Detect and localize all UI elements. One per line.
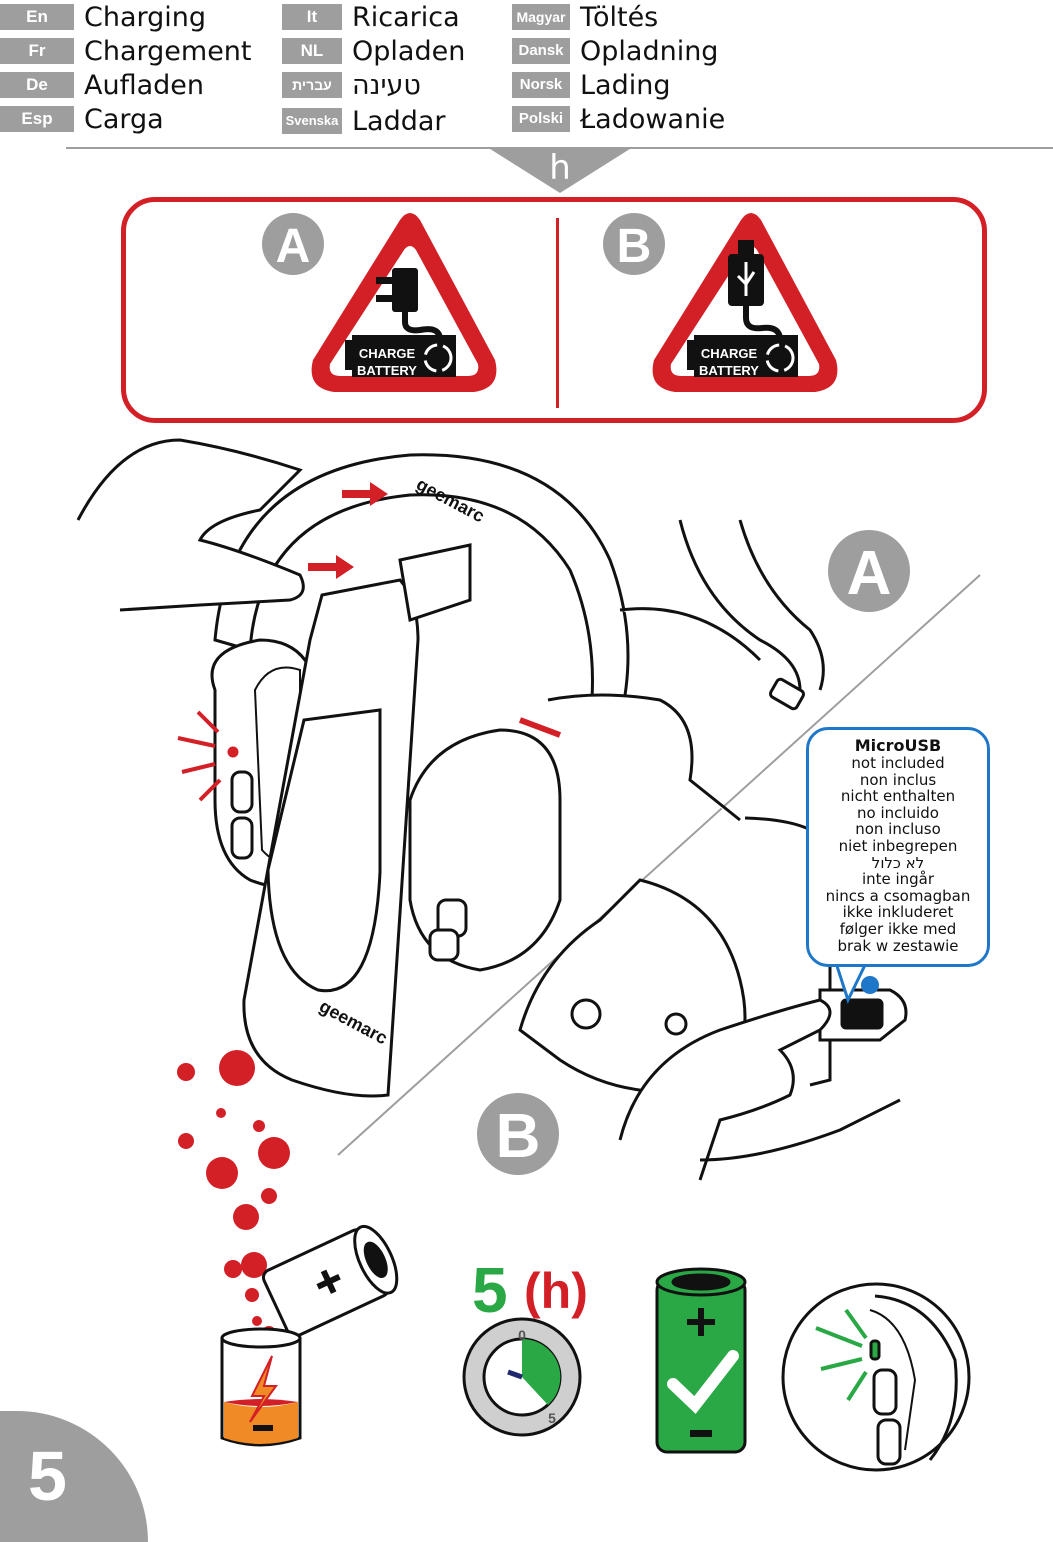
scene-b-badge: B xyxy=(477,1093,559,1175)
microusb-line: not included xyxy=(851,754,945,772)
language-code: It xyxy=(282,4,342,30)
microusb-line: nicht enthalten xyxy=(840,787,956,806)
microusb-line: no incluido xyxy=(857,803,939,822)
microusb-line: nincs a csomagban xyxy=(825,886,971,905)
scene-b-letter: B xyxy=(496,1102,541,1171)
scene-a-badge: A xyxy=(828,530,910,612)
language-row: Norsk Lading xyxy=(512,69,671,101)
language-word: Charging xyxy=(84,1,207,33)
language-row: Polski Ładowanie xyxy=(512,103,726,135)
sign-b-line2: BATTERY xyxy=(699,363,759,378)
language-code: Dansk xyxy=(512,38,570,64)
language-word: Aufladen xyxy=(84,69,204,101)
sign-a-line2: BATTERY xyxy=(357,363,417,378)
language-code: En xyxy=(0,4,74,30)
language-row: En Charging xyxy=(0,1,207,33)
language-code: Magyar xyxy=(512,4,570,30)
charge-hours-unit: (h) xyxy=(524,1263,588,1319)
method-a-sign: CHARGE BATTERY xyxy=(311,213,497,392)
microusb-line: følger ikke med xyxy=(839,919,957,938)
method-a-badge: A xyxy=(262,213,324,275)
language-code: עברית xyxy=(282,72,342,98)
microusb-line: niet inbegrepen xyxy=(838,836,958,855)
language-word: טעינה xyxy=(352,69,421,101)
dial-start-label: 0 xyxy=(518,1327,526,1343)
recycle-icon xyxy=(423,343,453,373)
microusb-callout: MicroUSB not included non inclus nicht e… xyxy=(806,727,990,967)
plug-icon xyxy=(376,268,443,348)
microusb-line: לא כלול xyxy=(871,853,925,872)
language-row: עברית טעינה xyxy=(282,69,421,101)
section-tab-label: h xyxy=(549,148,571,188)
microusb-line: non inclus xyxy=(859,770,937,789)
language-code: De xyxy=(0,72,74,98)
language-code: Polski xyxy=(512,106,570,132)
method-b-letter: B xyxy=(617,220,652,273)
scene-a-letter: A xyxy=(847,539,892,608)
charge-hours-value: 5 xyxy=(472,1254,508,1326)
page-number: 5 xyxy=(28,1437,67,1515)
sign-a-line1: CHARGE xyxy=(359,346,416,361)
headset-on-stand-illustration: geemarc geemarc xyxy=(177,453,825,1098)
language-word: Opladen xyxy=(352,35,466,67)
section-tab-shape xyxy=(487,147,633,193)
hands-illustration xyxy=(76,438,762,822)
full-battery-illustration xyxy=(655,1267,747,1454)
language-word: Chargement xyxy=(84,35,252,67)
microusb-line: brak w zestawie xyxy=(837,936,959,955)
language-code: Norsk xyxy=(512,72,570,98)
language-word: Ładowanie xyxy=(580,103,726,135)
method-b-badge: B xyxy=(603,213,665,275)
language-word: Lading xyxy=(580,69,671,101)
language-word: Ricarica xyxy=(352,1,460,33)
language-word: Töltés xyxy=(580,1,659,33)
charge-timer-dial: 0 5 xyxy=(462,1317,582,1437)
language-row: Esp Carga xyxy=(0,103,164,135)
battery-refill-illustration xyxy=(220,1224,399,1447)
language-row: Dansk Opladning xyxy=(512,35,719,67)
language-row: NL Opladen xyxy=(282,35,466,67)
method-a-letter: A xyxy=(276,220,311,273)
language-word: Opladning xyxy=(580,35,719,67)
sign-b-line1: CHARGE xyxy=(701,346,758,361)
microusb-line: ikke inkluderet xyxy=(842,903,954,922)
usb-icon xyxy=(728,240,783,348)
charging-methods-box xyxy=(121,197,987,423)
language-code: Svenska xyxy=(282,108,342,134)
language-row: Fr Chargement xyxy=(0,35,252,67)
language-row: De Aufladen xyxy=(0,69,204,101)
scene-divider xyxy=(337,574,981,1156)
green-led-closeup xyxy=(781,1282,971,1472)
language-row: It Ricarica xyxy=(282,1,460,33)
method-b-sign: CHARGE BATTERY xyxy=(652,213,838,392)
microusb-line: inte ingår xyxy=(861,870,935,889)
language-code: Esp xyxy=(0,106,74,132)
language-word: Carga xyxy=(84,103,164,135)
language-row: Svenska Laddar xyxy=(282,105,446,137)
language-table: En Charging Fr Chargement De Aufladen Es… xyxy=(0,0,1053,140)
language-code: Fr xyxy=(0,38,74,64)
language-word: Laddar xyxy=(352,105,446,137)
dial-end-label: 5 xyxy=(548,1410,556,1426)
language-code: NL xyxy=(282,38,342,64)
methods-separator xyxy=(556,218,559,408)
microusb-line: non incluso xyxy=(855,820,941,839)
recycle-icon xyxy=(765,343,795,373)
language-row: Magyar Töltés xyxy=(512,1,659,33)
microusb-title: MicroUSB xyxy=(854,736,942,755)
